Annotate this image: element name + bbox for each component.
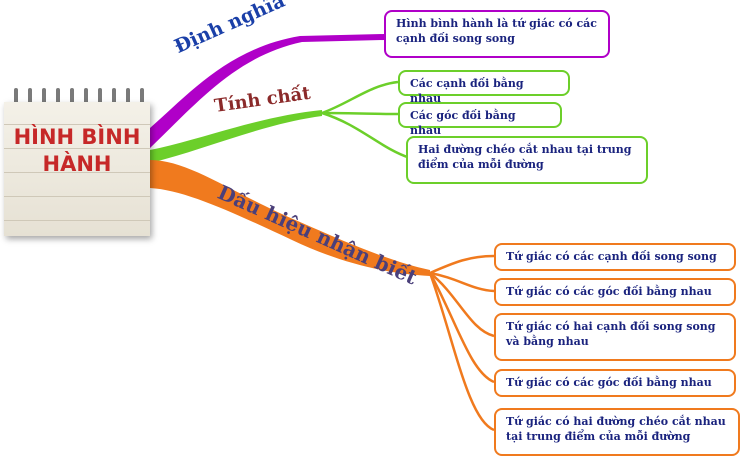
ring-icon — [70, 88, 74, 106]
properties-link-1 — [321, 80, 399, 115]
ring-icon — [98, 88, 102, 106]
definition-branch — [150, 34, 384, 148]
notepad-rule — [4, 196, 150, 197]
node-text-line: Hai đường chéo cắt nhau tại trung — [418, 143, 632, 156]
ring-icon — [140, 88, 144, 106]
notepad-rule — [4, 220, 150, 221]
definition-node[interactable]: Hình bình hành là tứ giác có các cạnh đố… — [384, 10, 610, 58]
signs-link-4 — [428, 272, 495, 384]
signs-link-3 — [429, 272, 495, 338]
central-topic-title: HÌNH BÌNH HÀNH — [4, 124, 150, 178]
sign-node[interactable]: Tứ giác có các góc đối bằng nhau — [494, 369, 736, 397]
central-topic-line: HÌNH BÌNH — [13, 125, 141, 149]
signs-branch — [150, 160, 430, 276]
notepad-paper — [4, 102, 150, 236]
property-node[interactable]: Hai đường chéo cắt nhau tại trung điểm c… — [406, 136, 648, 184]
node-text-line: Hình bình hành là tứ giác có các — [396, 17, 597, 30]
node-text-line: Tứ giác có các góc đối bằng nhau — [506, 285, 712, 298]
signs-link-1 — [429, 254, 495, 275]
ring-icon — [84, 88, 88, 106]
properties-branch — [150, 110, 322, 163]
notepad-rule — [4, 124, 150, 125]
properties-link-2 — [321, 111, 399, 116]
properties-link-3 — [321, 111, 411, 160]
ring-icon — [28, 88, 32, 106]
node-text-line: tại trung điểm của mỗi đường — [506, 430, 691, 443]
signs-link-5 — [428, 272, 495, 432]
node-text-line: cạnh đối song song — [396, 32, 515, 45]
ring-icon — [42, 88, 46, 106]
node-text-line: và bằng nhau — [506, 335, 589, 348]
sign-node[interactable]: Tứ giác có hai cạnh đối song song và bằn… — [494, 313, 736, 361]
central-topic-notepad[interactable]: HÌNH BÌNH HÀNH — [4, 88, 150, 236]
ring-icon — [112, 88, 116, 106]
node-text-line: Tứ giác có các cạnh đối song song — [506, 250, 717, 263]
node-text-line: Tứ giác có hai đường chéo cắt nhau — [506, 415, 726, 428]
sign-node[interactable]: Tứ giác có hai đường chéo cắt nhau tại t… — [494, 408, 740, 456]
ring-icon — [14, 88, 18, 106]
node-text-line: điểm của mỗi đường — [418, 158, 544, 171]
notepad-rule — [4, 172, 150, 173]
sign-node[interactable]: Tứ giác có các cạnh đối song song — [494, 243, 736, 271]
node-text-line: Các cạnh đối bằng nhau — [410, 77, 524, 105]
sign-node[interactable]: Tứ giác có các góc đối bằng nhau — [494, 278, 736, 306]
node-text-line: Tứ giác có hai cạnh đối song song — [506, 320, 716, 333]
ring-icon — [126, 88, 130, 106]
signs-link-2 — [429, 271, 495, 293]
property-node[interactable]: Các cạnh đối bằng nhau — [398, 70, 570, 105]
node-text-line: Các góc đối bằng nhau — [410, 109, 516, 137]
property-node[interactable]: Các góc đối bằng nhau — [398, 102, 562, 137]
notepad-rule — [4, 148, 150, 149]
node-text-line: Tứ giác có các góc đối bằng nhau — [506, 376, 712, 389]
notepad-rings — [8, 88, 150, 106]
ring-icon — [56, 88, 60, 106]
central-topic-line: HÀNH — [42, 152, 112, 176]
